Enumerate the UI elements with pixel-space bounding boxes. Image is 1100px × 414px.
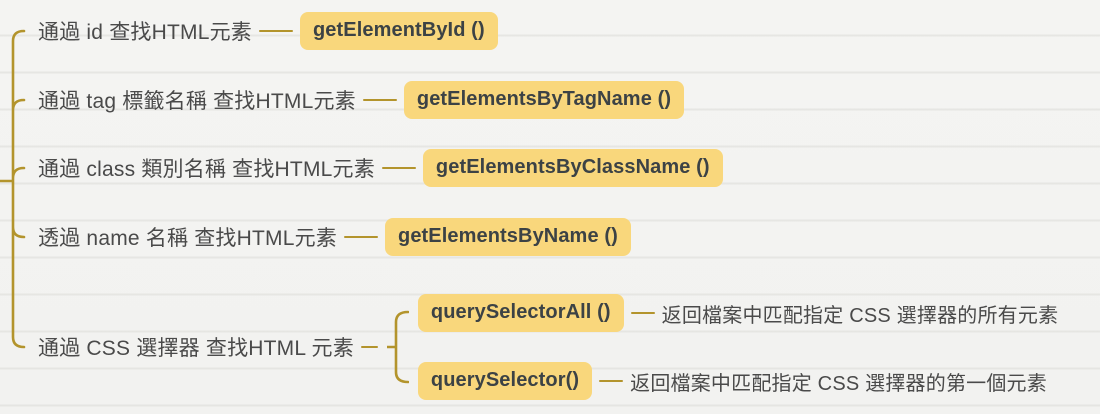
- connector-line: [599, 380, 624, 382]
- method-node-getelementsbytagname[interactable]: getElementsByTagName (): [403, 81, 685, 119]
- connector-line: [381, 167, 416, 169]
- branch-label-id[interactable]: 通過 id 查找HTML元素: [38, 21, 252, 44]
- subbranch-row-queryselector: querySelector() 返回檔案中匹配指定 CSS 選擇器的第一個元素: [417, 362, 1058, 400]
- branch-row-name: 透過 name 名稱 查找HTML元素 getElementsByName (): [38, 218, 631, 256]
- branch-label-name[interactable]: 透過 name 名稱 查找HTML元素: [38, 227, 337, 250]
- connector-line: [630, 312, 655, 314]
- subbranch-row-queryselectorall: querySelectorAll () 返回檔案中匹配指定 CSS 選擇器的所有…: [417, 294, 1059, 332]
- branch-row-class: 通過 class 類別名稱 查找HTML元素 getElementsByClas…: [38, 149, 723, 187]
- branch-row-tag: 通過 tag 標籤名稱 查找HTML元素 getElementsByTagNam…: [38, 81, 685, 119]
- branch-row-id: 通過 id 查找HTML元素 getElementById (): [38, 12, 498, 50]
- connector-line: [258, 30, 293, 32]
- description-queryselector[interactable]: 返回檔案中匹配指定 CSS 選擇器的第一個元素: [630, 372, 1047, 395]
- branch-label-tag[interactable]: 通過 tag 標籤名稱 查找HTML元素: [38, 90, 356, 113]
- description-queryselectorall[interactable]: 返回檔案中匹配指定 CSS 選擇器的所有元素: [661, 304, 1059, 327]
- method-node-queryselector[interactable]: querySelector(): [417, 362, 593, 400]
- method-node-queryselectorall[interactable]: querySelectorAll (): [417, 294, 624, 332]
- method-node-getelementbyid[interactable]: getElementById (): [299, 12, 498, 50]
- method-node-getelementsbyclassname[interactable]: getElementsByClassName (): [422, 149, 723, 187]
- connector-line: [362, 99, 397, 101]
- connector-line: [360, 346, 378, 348]
- fork-connector: [386, 310, 409, 384]
- branch-label-class[interactable]: 通過 class 類別名稱 查找HTML元素: [38, 158, 375, 181]
- branch-row-css-selector: 通過 CSS 選擇器 查找HTML 元素 querySelectorAll ()…: [38, 294, 1058, 400]
- method-node-getelementsbyname[interactable]: getElementsByName (): [385, 218, 631, 256]
- css-selector-children: querySelectorAll () 返回檔案中匹配指定 CSS 選擇器的所有…: [417, 294, 1059, 400]
- connector-line: [344, 236, 378, 238]
- branch-label-css-selector[interactable]: 通過 CSS 選擇器 查找HTML 元素: [38, 337, 354, 360]
